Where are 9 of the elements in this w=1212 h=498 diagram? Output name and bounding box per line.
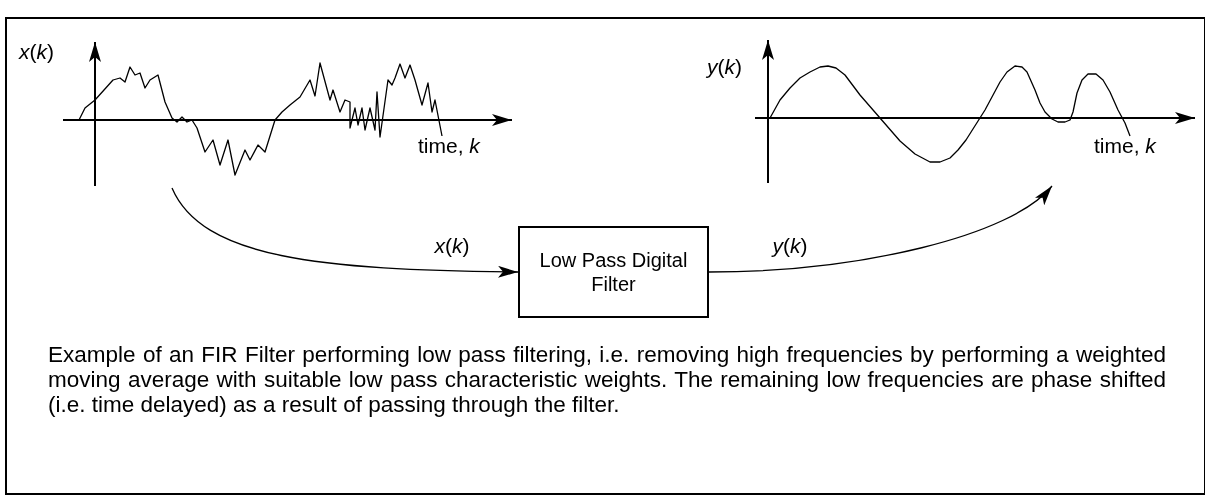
process-box	[518, 226, 709, 318]
caption-text: Example of an FIR Filter performing low pass filtering, i.e. removing high frequencies by performing a weighted moving average with suitable low pass characteristic weights. The remaining low frequencies are phase shifted (i.e. time delayed) as a result of passing through the filter.	[48, 342, 1166, 417]
arrow	[171, 187, 519, 278]
axis-label: y(k)	[707, 55, 742, 79]
axis-label: x(k)	[19, 40, 54, 64]
arrow	[708, 185, 1053, 273]
axis-label: time, k	[418, 134, 480, 158]
axis-label: time, k	[1094, 134, 1156, 158]
box-label: Low Pass Digital Filter	[538, 248, 689, 296]
